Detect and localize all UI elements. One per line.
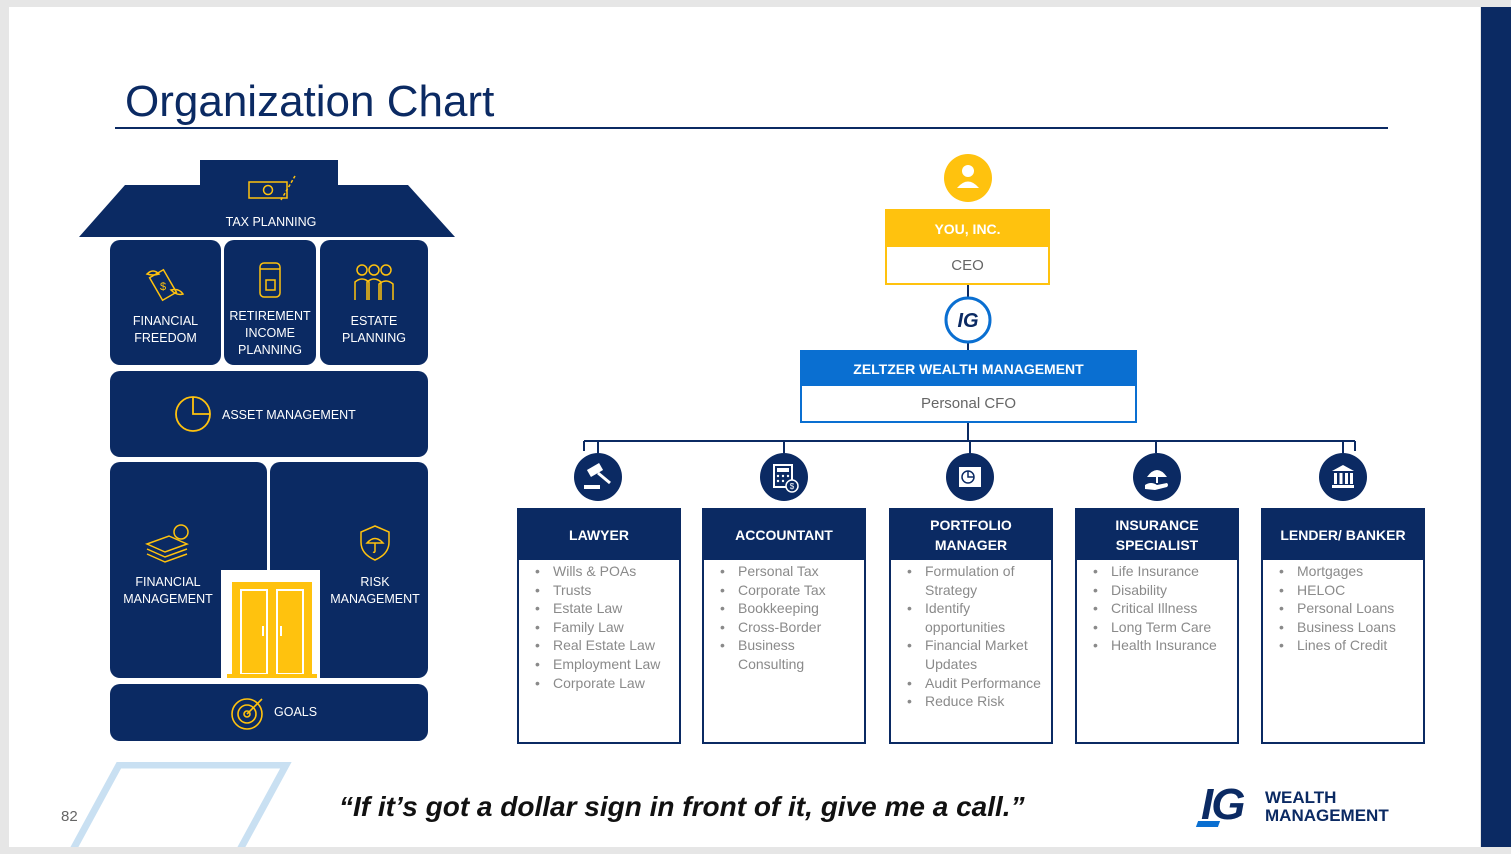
flying-money-icon: $	[145, 268, 185, 302]
zeltzer-box: ZELTZER WEALTH MANAGEMENT Personal CFO	[800, 350, 1137, 423]
zeltzer-title: ZELTZER WEALTH MANAGEMENT	[802, 352, 1135, 386]
lender-banker-card: LENDER/ BANKER Mortgages HELOC Personal …	[1261, 508, 1425, 744]
svg-text:$: $	[790, 482, 795, 491]
target-icon	[231, 698, 263, 730]
lawyer-title: LAWYER	[519, 510, 679, 560]
list-item: Disability	[1093, 581, 1217, 600]
brand-line2: MANAGEMENT	[1265, 806, 1389, 825]
financial-management-label: FINANCIAL MANAGEMENT	[123, 575, 213, 606]
estate-planning-block: ESTATE PLANNING	[320, 240, 428, 365]
pie-chart-icon	[175, 396, 211, 432]
title-divider	[115, 127, 1388, 129]
money-icon	[248, 175, 296, 201]
lawyer-services: Wills & POAs Trusts Estate Law Family La…	[519, 562, 660, 692]
page-title: Organization Chart	[125, 77, 495, 126]
list-item: Audit Performance	[907, 674, 1041, 693]
risk-management-label: RISK MANAGEMENT	[330, 575, 420, 606]
list-item: Family Law	[535, 618, 660, 637]
slide: Organization Chart 82 TAX PLANNING $ FIN…	[9, 7, 1480, 847]
list-item: Personal Tax	[720, 562, 826, 581]
list-item: Cross-Border	[720, 618, 826, 637]
list-item: Business Loans	[1279, 618, 1396, 637]
goals-block: GOALS	[110, 684, 428, 741]
lender-banker-title: LENDER/ BANKER	[1263, 510, 1423, 560]
accountant-services: Personal Tax Corporate Tax Bookkeeping C…	[704, 562, 826, 674]
list-item: Wills & POAs	[535, 562, 660, 581]
accountant-title: ACCOUNTANT	[704, 510, 864, 560]
retirement-income-planning-block: RETIREMENT INCOME PLANNING	[224, 240, 316, 365]
family-icon	[354, 264, 394, 300]
accountant-card: ACCOUNTANT Personal Tax Corporate Tax Bo…	[702, 508, 866, 744]
goals-label: GOALS	[274, 705, 318, 719]
lawyer-card: LAWYER Wills & POAs Trusts Estate Law Fa…	[517, 508, 681, 744]
tax-planning-label: TAX PLANNING	[225, 215, 317, 229]
coin-jar-icon	[259, 262, 281, 298]
asset-management-label: ASSET MANAGEMENT	[222, 408, 356, 422]
decorative-parallelogram	[70, 762, 292, 847]
portfolio-icon	[946, 453, 994, 501]
list-item: Long Term Care	[1093, 618, 1217, 637]
list-item: Corporate Law	[535, 674, 660, 693]
asset-management-block: ASSET MANAGEMENT	[110, 371, 428, 457]
ig-wealth-management-logo: IG WEALTH MANAGEMENT	[1195, 781, 1391, 831]
insurance-specialist-services: Life Insurance Disability Critical Illne…	[1077, 562, 1217, 655]
shield-umbrella-icon	[360, 525, 390, 561]
list-item: Reduce Risk	[907, 692, 1041, 711]
list-item: Real Estate Law	[535, 636, 660, 655]
list-item: Employment Law	[535, 655, 660, 674]
retirement-income-planning-label: RETIREMENT INCOME PLANNING	[229, 309, 311, 357]
list-item: Bookkeeping	[720, 599, 826, 618]
svg-text:$: $	[160, 281, 166, 293]
list-item: Health Insurance	[1093, 636, 1217, 655]
brand-line1: WEALTH	[1265, 788, 1337, 807]
bank-icon	[1319, 453, 1367, 501]
cash-stack-icon	[144, 524, 190, 563]
ig-logo-icon: IG	[944, 296, 992, 344]
list-item: Trusts	[535, 581, 660, 600]
financial-freedom-label: FINANCIAL FREEDOM	[132, 314, 199, 345]
list-item: HELOC	[1279, 581, 1396, 600]
financial-freedom-block: $ FINANCIAL FREEDOM	[110, 240, 221, 365]
list-item: Estate Law	[535, 599, 660, 618]
calculator-icon: $	[760, 453, 808, 501]
you-inc-title: YOU, INC.	[887, 211, 1048, 247]
page-number: 82	[61, 808, 78, 825]
umbrella-hand-icon	[1133, 453, 1181, 501]
list-item: Critical Illness	[1093, 599, 1217, 618]
list-item: Life Insurance	[1093, 562, 1217, 581]
brand-letters: IG	[1201, 780, 1245, 829]
right-edge-bar	[1481, 7, 1511, 847]
list-item: Personal Loans	[1279, 599, 1396, 618]
list-item: Corporate Tax	[720, 581, 826, 600]
you-inc-role: CEO	[951, 256, 984, 274]
brand-swoosh	[1195, 821, 1221, 827]
ig-logo-text: IG	[957, 310, 978, 332]
gavel-icon	[574, 453, 622, 501]
lender-banker-services: Mortgages HELOC Personal Loans Business …	[1263, 562, 1396, 655]
person-icon	[944, 154, 992, 202]
you-inc-box: YOU, INC. CEO	[885, 209, 1050, 285]
estate-planning-label: ESTATE PLANNING	[342, 314, 406, 345]
tagline-quote: “If it’s got a dollar sign in front of i…	[339, 791, 1025, 822]
zeltzer-role: Personal CFO	[920, 395, 1017, 412]
list-item: Lines of Credit	[1279, 636, 1396, 655]
door-icon	[227, 582, 317, 678]
list-item: Mortgages	[1279, 562, 1396, 581]
